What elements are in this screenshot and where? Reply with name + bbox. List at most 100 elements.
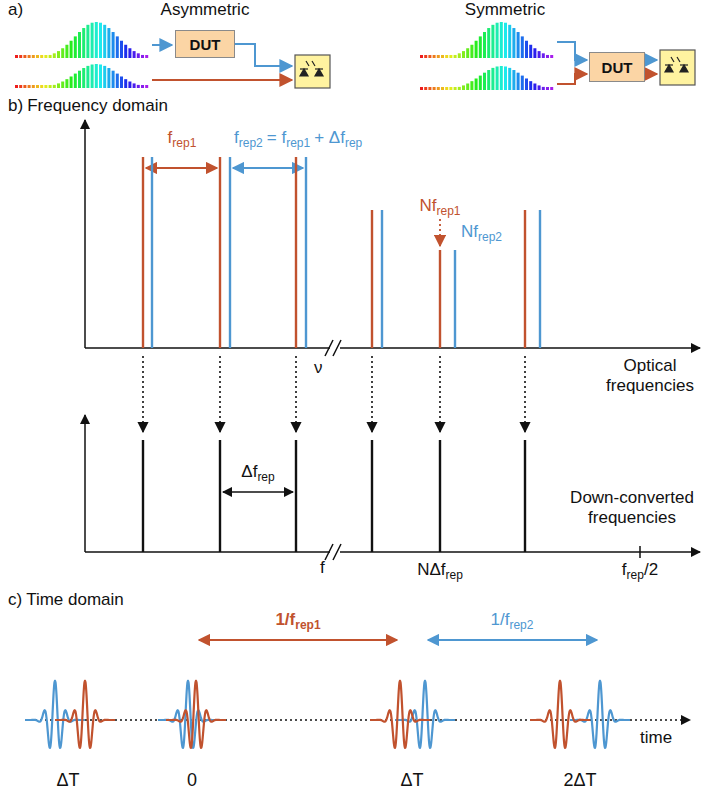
comb-tooth [57, 51, 60, 58]
subscript: rep2 [478, 230, 502, 244]
comb-tooth [529, 45, 532, 58]
comb [420, 22, 553, 58]
comb-tooth [112, 32, 115, 58]
label: Asymmetric [161, 0, 250, 19]
comb-tooth [32, 85, 35, 88]
label: Nf [461, 222, 478, 241]
device-label: DUT [190, 36, 221, 53]
comb-tooth [99, 64, 102, 88]
label: /2 [644, 560, 658, 579]
comb-tooth [86, 66, 89, 88]
pulse [370, 681, 430, 748]
label: = f [267, 128, 286, 147]
label-group: frep/2 [622, 560, 658, 581]
comb-tooth [491, 25, 494, 58]
subscript: rep2 [239, 136, 263, 150]
comb-tooth [23, 55, 26, 58]
comb-tooth [445, 87, 448, 90]
comb-line [524, 210, 526, 348]
comb-tooth [120, 76, 123, 88]
label-group: Δfrep [241, 462, 274, 483]
comb-tooth [107, 28, 110, 58]
label-group: 1/frep1 [275, 610, 320, 631]
comb-tooth [133, 51, 136, 58]
subscript: rep1 [295, 618, 320, 632]
comb-tooth [44, 85, 47, 88]
label-group: ν [314, 358, 323, 378]
comb-tooth [57, 83, 60, 88]
label-group: b)Frequency domain [8, 96, 168, 116]
comb-tooth [70, 76, 73, 88]
device-label: DUT [602, 59, 633, 76]
down-arrow [524, 356, 526, 432]
label: ΔT [400, 770, 423, 790]
blue-beam [557, 42, 587, 60]
comb-tooth [61, 48, 64, 58]
label: Δf [241, 462, 257, 481]
rf-line [371, 440, 373, 552]
label-group: c)Time domain [8, 590, 124, 610]
label: 1/f [275, 610, 295, 629]
subscript: rep [627, 568, 644, 582]
detector [660, 50, 695, 85]
subscript: rep1 [286, 136, 310, 150]
comb-line [371, 210, 373, 348]
comb-line [305, 157, 307, 348]
device-box: DUT [175, 30, 235, 58]
comb-tooth [23, 85, 26, 88]
label: Symmetric [465, 0, 545, 19]
comb [420, 66, 553, 90]
rf-line [142, 440, 144, 552]
period-arrows [30, 640, 690, 720]
comb-tooth [487, 70, 490, 90]
comb-tooth [441, 87, 444, 90]
comb-tooth [19, 55, 22, 58]
label-group: Symmetric [465, 0, 545, 20]
comb-line [439, 250, 441, 348]
label-group: NΔfrep [417, 560, 463, 581]
comb-tooth [512, 70, 515, 90]
label: Nf [419, 196, 436, 215]
pulse [570, 681, 630, 748]
comb-tooth [525, 41, 528, 58]
comb-tooth [449, 55, 452, 58]
comb-tooth [141, 85, 144, 88]
subscript: rep [257, 470, 274, 484]
subscript: rep1 [172, 136, 196, 150]
comb [15, 64, 148, 88]
label: Time domain [26, 590, 124, 609]
comb-tooth [53, 53, 56, 58]
label-group: ΔT [400, 770, 423, 790]
comb-line [381, 210, 383, 348]
comb-line [229, 157, 231, 348]
comb-tooth [49, 85, 52, 88]
comb-tooth [137, 85, 140, 88]
comb-tooth [445, 55, 448, 58]
red-beam [646, 73, 657, 75]
comb-tooth [538, 85, 541, 90]
comb-tooth [145, 85, 148, 88]
comb-tooth [70, 41, 73, 58]
pulse [55, 681, 115, 748]
comb-tooth [533, 83, 536, 90]
comb-tooth [433, 87, 436, 90]
comb-tooth [462, 85, 465, 90]
pulse [530, 681, 590, 748]
comb-line [454, 250, 456, 348]
rf-line [219, 440, 221, 552]
comb-tooth [420, 87, 423, 90]
comb-tooth [120, 41, 123, 58]
subscript: rep2 [509, 618, 533, 632]
label: + Δf [314, 128, 345, 147]
comb-tooth [504, 23, 507, 58]
red-beam [557, 74, 587, 84]
comb-tooth [103, 25, 106, 58]
label: time [640, 728, 672, 747]
comb-tooth [538, 51, 541, 58]
comb-tooth [525, 78, 528, 90]
comb-tooth [133, 83, 136, 88]
comb-tooth [116, 74, 119, 88]
label-group: Nfrep2 [461, 222, 502, 243]
label: ΔT [56, 770, 79, 790]
